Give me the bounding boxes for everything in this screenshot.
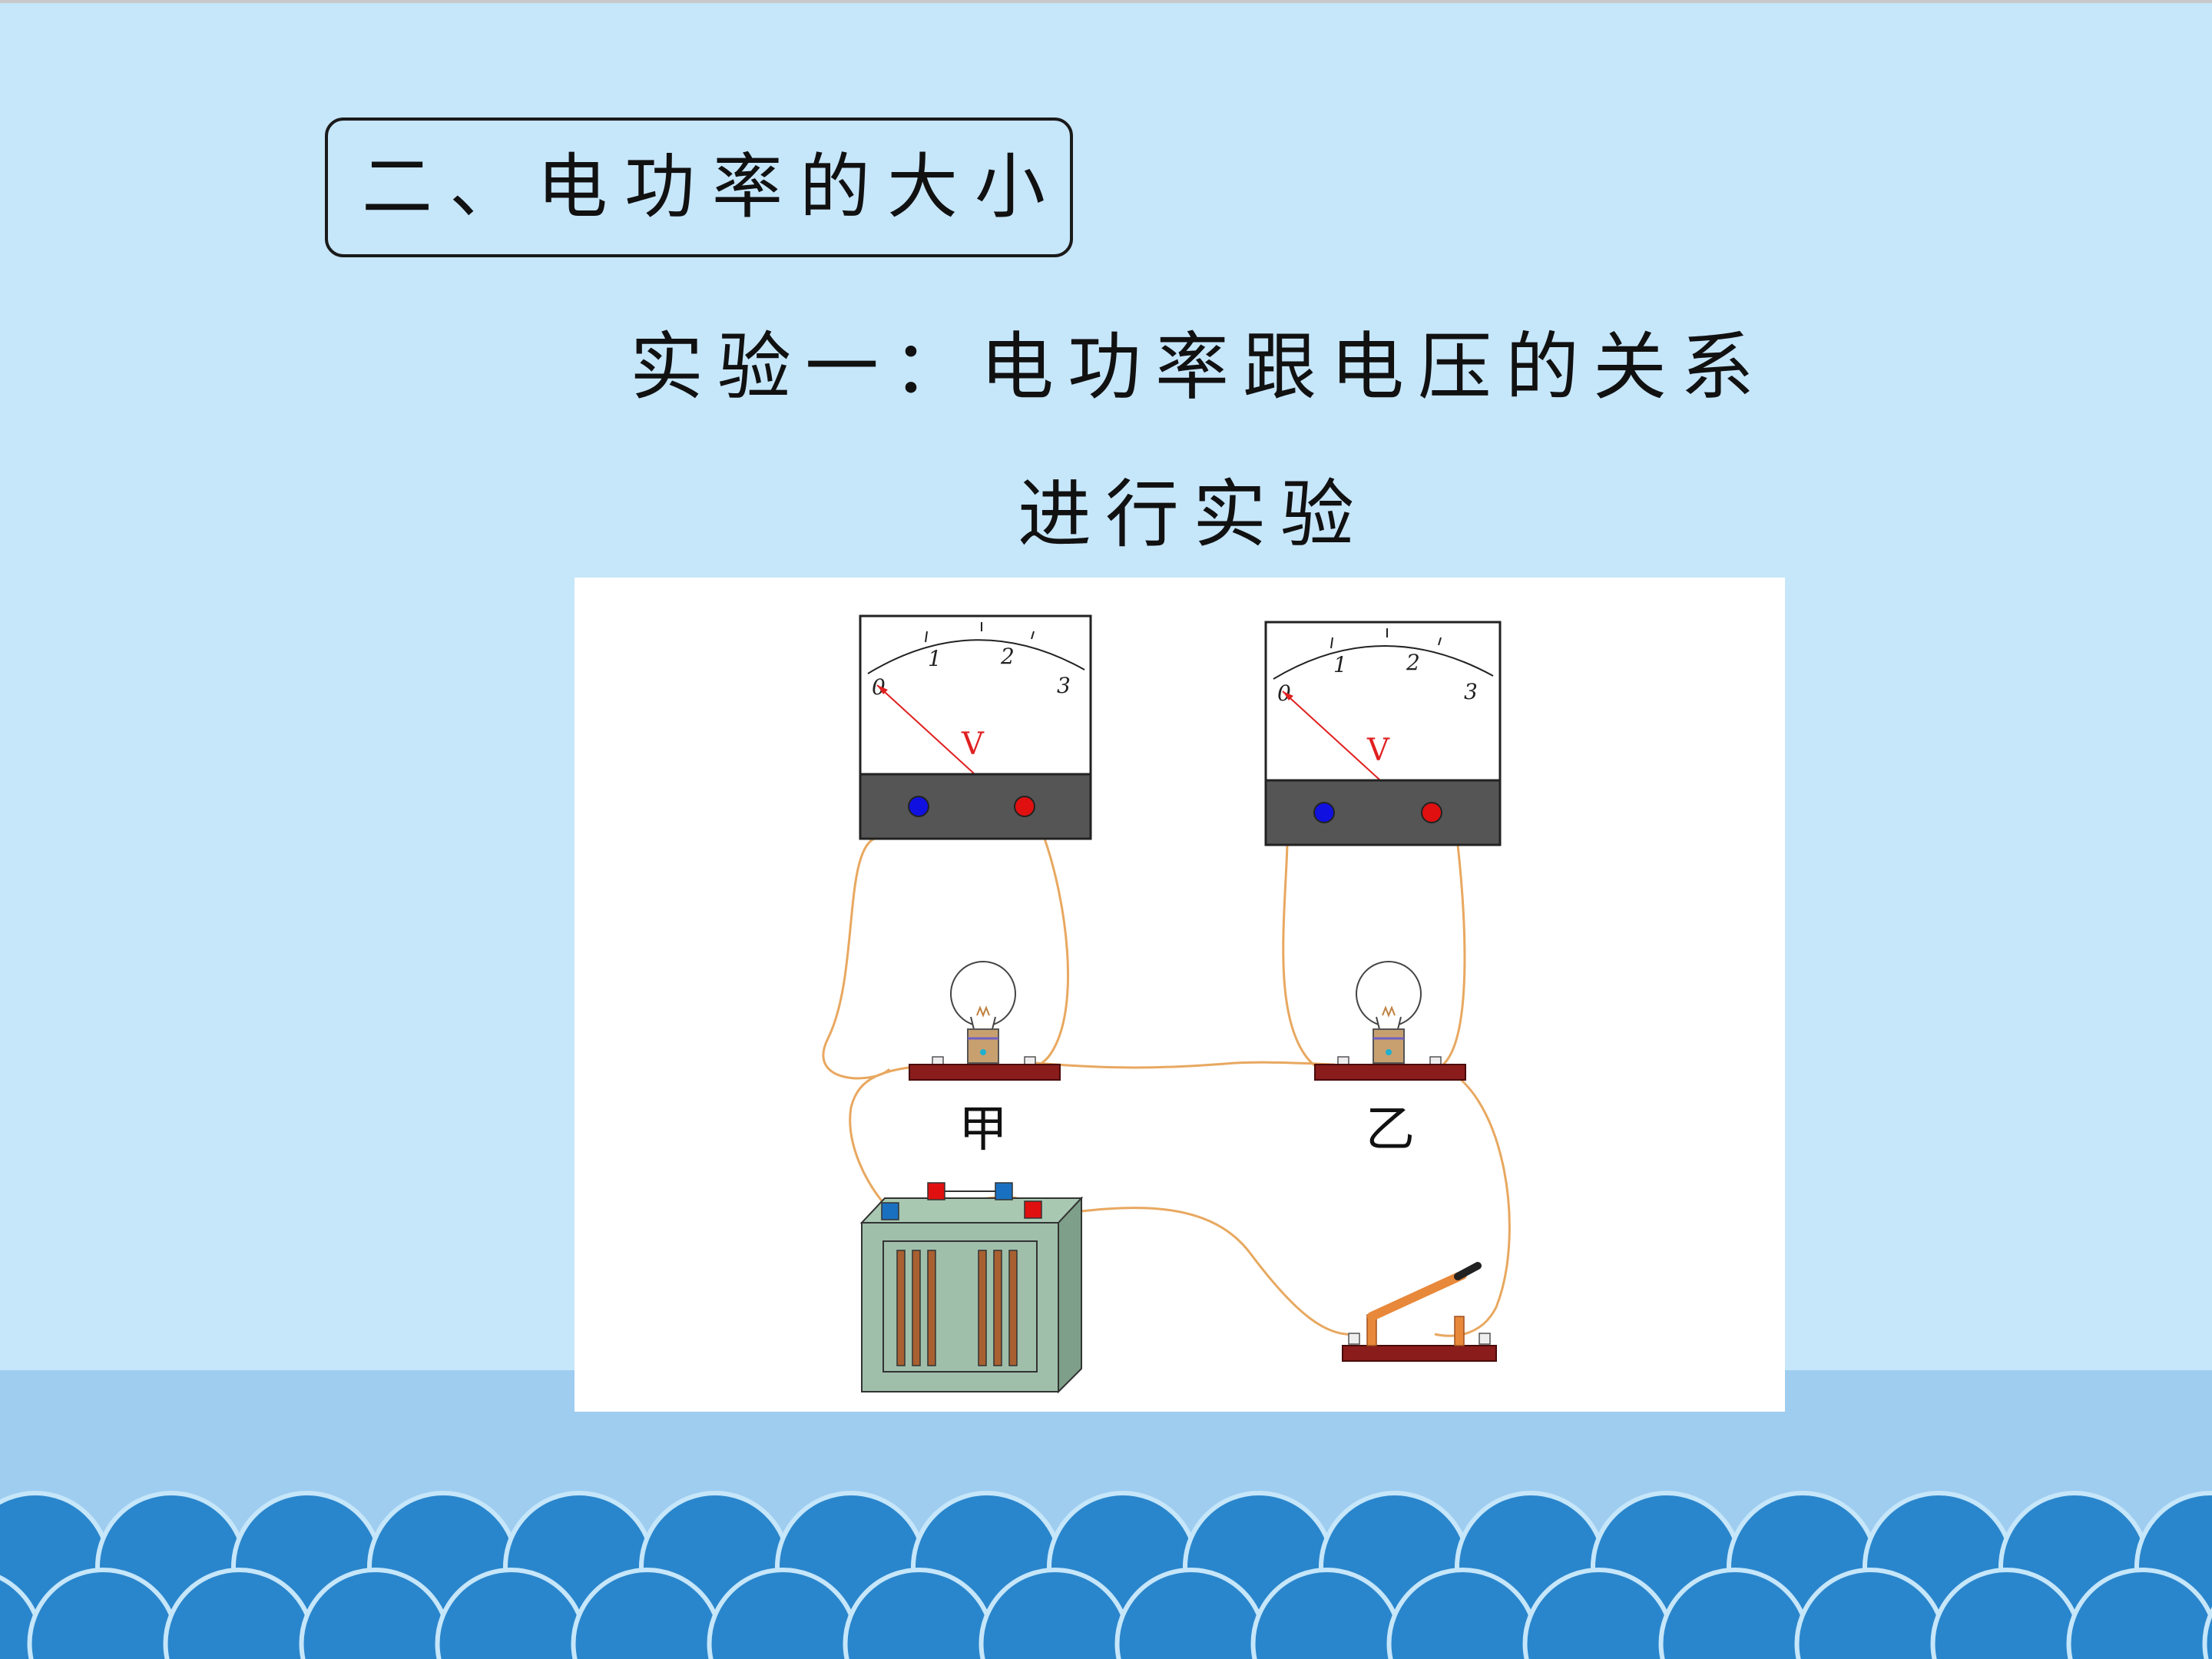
battery xyxy=(859,1182,1084,1394)
switch-lever xyxy=(1367,1270,1467,1321)
voltmeter-left: 0 1 2 3 V xyxy=(859,614,1092,840)
meter-right-unit: V xyxy=(1366,733,1390,768)
meter-right-tick-3: 3 xyxy=(1464,679,1478,704)
circuit-svg: 0 1 2 3 V 0 1 2 3 xyxy=(822,614,1511,1394)
meter-left-needle xyxy=(876,684,975,774)
wire-meterA-lampA-left xyxy=(822,837,891,1080)
meter-left-unit: V xyxy=(961,727,985,762)
wire-meterB-lampB-left xyxy=(1282,844,1336,1071)
meter-left-tick-3: 3 xyxy=(1057,673,1071,698)
wave-decoration xyxy=(0,1491,2212,1659)
wave-scallop xyxy=(2066,1568,2212,1659)
section-title: 二、电功率的大小 xyxy=(362,146,1063,228)
meter-right-positive-terminal xyxy=(1421,802,1442,823)
lamp-right-label: 乙 xyxy=(1366,1101,1415,1158)
wire-lampA-lampB xyxy=(1035,1061,1336,1069)
lamp-left: 甲 xyxy=(909,961,1061,1158)
wires xyxy=(822,837,1511,1337)
wire-lampB-switch xyxy=(1434,1063,1511,1337)
battery-negative-terminal xyxy=(881,1202,899,1220)
lamp-right: 乙 xyxy=(1314,961,1466,1158)
section-heading-box: 二、电功率的大小 xyxy=(325,118,1073,257)
meter-left-tick-1: 1 xyxy=(928,646,942,671)
experiment-title: 实验一：电功率跟电压的关系 xyxy=(630,324,1768,410)
wire-lampA-battery xyxy=(849,1063,936,1217)
meter-right-tick-1: 1 xyxy=(1333,652,1347,677)
meter-right-needle xyxy=(1282,690,1380,780)
experiment-step: 进行实验 xyxy=(1018,472,1368,558)
battery-positive-terminal xyxy=(927,1182,945,1200)
top-border xyxy=(0,0,2212,3)
meter-right-negative-terminal xyxy=(1313,802,1335,823)
meter-right-tick-2: 2 xyxy=(1406,650,1420,675)
meter-left-negative-terminal xyxy=(908,796,929,817)
knife-switch xyxy=(1342,1262,1497,1362)
switch-handle xyxy=(1454,1262,1482,1280)
circuit-diagram: 0 1 2 3 V 0 1 2 3 xyxy=(575,578,1785,1412)
meter-left-positive-terminal xyxy=(1014,796,1035,817)
wire-meterA-lampA-right xyxy=(996,838,1070,1071)
lamp-left-label: 甲 xyxy=(959,1101,1008,1158)
meter-left-tick-2: 2 xyxy=(1000,644,1015,669)
voltmeter-right: 0 1 2 3 V xyxy=(1264,621,1502,846)
wave-scallop xyxy=(2202,1606,2212,1659)
wire-battery-switch xyxy=(1035,1207,1359,1336)
wire-meterB-lampB-right xyxy=(1441,844,1466,1067)
